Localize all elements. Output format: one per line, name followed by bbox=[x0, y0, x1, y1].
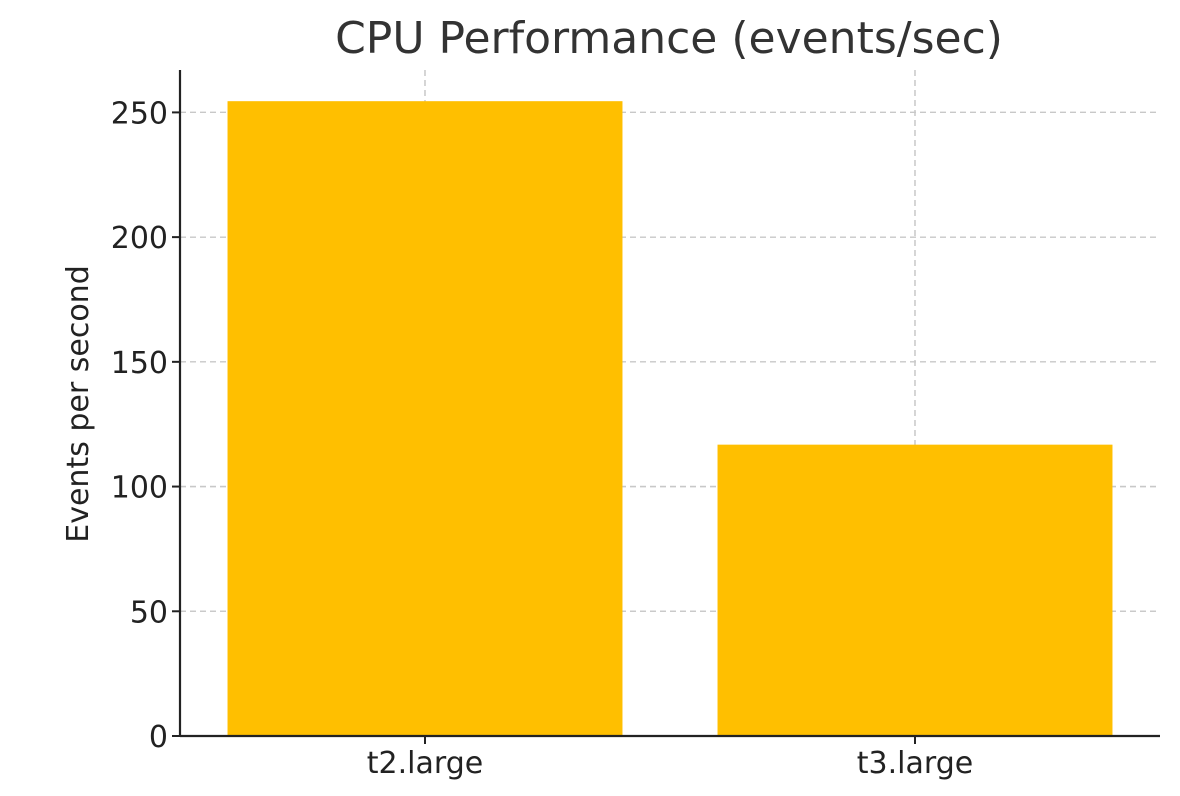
y-tick-label: 50 bbox=[130, 595, 168, 630]
axes bbox=[172, 70, 1160, 744]
bar-t2-large bbox=[227, 101, 623, 737]
y-tick-label: 0 bbox=[149, 720, 168, 755]
x-tick-label: t3.large bbox=[857, 746, 973, 781]
chart-title: CPU Performance (events/sec) bbox=[335, 13, 1003, 64]
y-tick-label: 100 bbox=[111, 471, 168, 506]
y-tick-label: 150 bbox=[111, 346, 168, 381]
bar-t3-large bbox=[717, 444, 1113, 736]
bars bbox=[227, 101, 1113, 737]
x-tick-label: t2.large bbox=[367, 746, 483, 781]
y-tick-label: 200 bbox=[111, 221, 168, 256]
y-tick-label: 250 bbox=[111, 96, 168, 131]
y-axis-label: Events per second bbox=[61, 265, 96, 542]
tick-labels: 0 50 100 150 200 250 t2.large t3.large bbox=[111, 96, 973, 781]
